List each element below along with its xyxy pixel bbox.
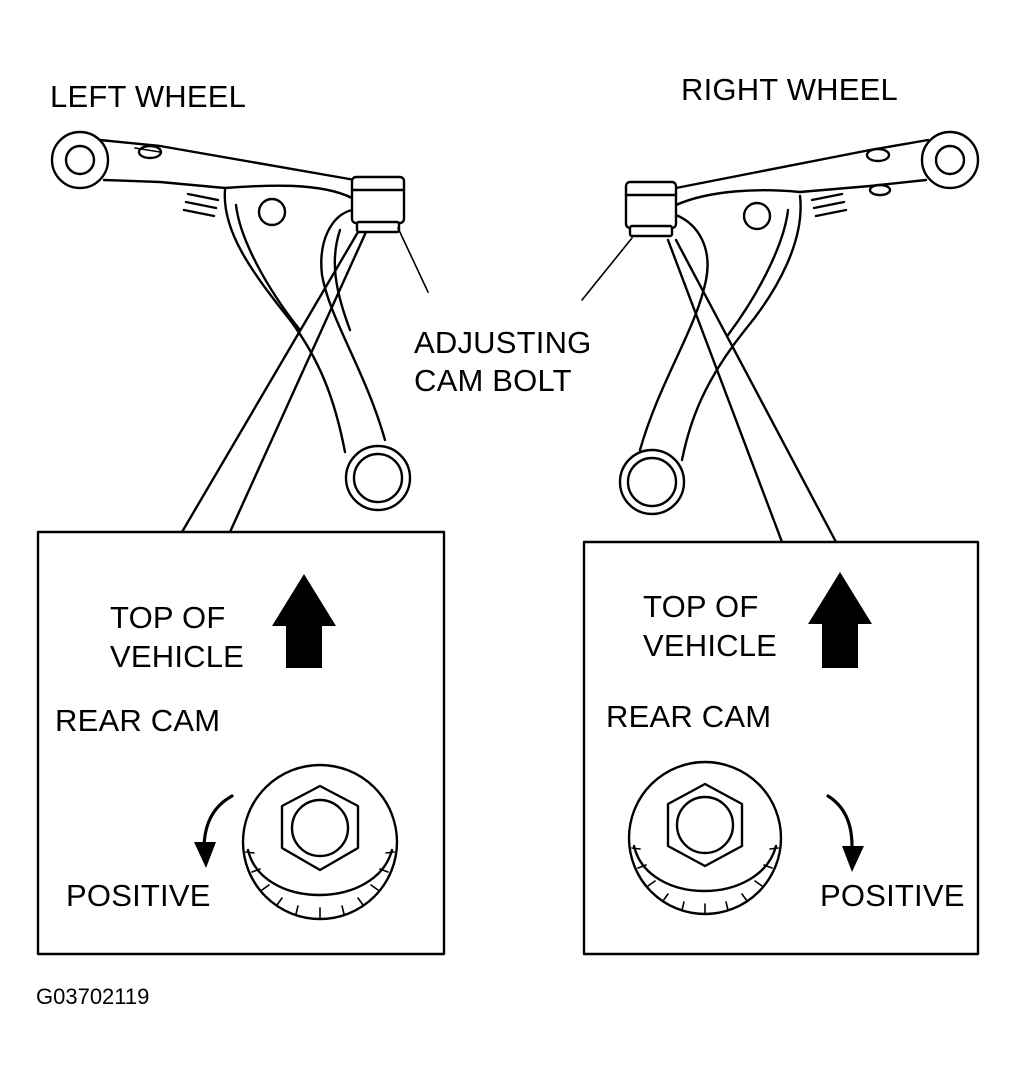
hex-nut-cam-icon bbox=[627, 760, 783, 916]
left-rear-cam-label: REAR CAM bbox=[55, 703, 220, 738]
up-arrow-icon bbox=[808, 572, 872, 668]
right-adjusting-leader bbox=[581, 237, 633, 301]
right-ball-joint bbox=[618, 448, 686, 516]
left-adjusting-leader bbox=[397, 227, 429, 293]
figure-code: G03702119 bbox=[36, 984, 149, 1009]
left-arm-front-bushing bbox=[50, 130, 110, 190]
left-detail-panel bbox=[36, 530, 446, 956]
left-ball-joint bbox=[344, 444, 412, 512]
right-arm-front-bushing bbox=[920, 130, 980, 190]
right-rear-cam-label: REAR CAM bbox=[606, 699, 771, 734]
right-control-arm bbox=[618, 130, 980, 516]
right-positive-label: POSITIVE bbox=[820, 878, 965, 913]
adjusting-cam-bolt-label-line2: CAM BOLT bbox=[414, 363, 572, 398]
right-callout-line-b bbox=[674, 238, 838, 544]
curved-arrow-icon bbox=[194, 794, 234, 868]
up-arrow-icon bbox=[272, 574, 336, 668]
left-callout-line-b bbox=[228, 230, 368, 534]
left-cam-bushing bbox=[350, 175, 406, 234]
left-top-of-vehicle-line2: VEHICLE bbox=[110, 639, 244, 674]
curved-arrow-icon bbox=[826, 794, 864, 872]
right-top-of-vehicle-line2: VEHICLE bbox=[643, 628, 777, 663]
left-callout-line-a bbox=[180, 230, 360, 534]
hex-nut-cam-icon bbox=[241, 763, 399, 921]
left-top-of-vehicle-line1: TOP OF bbox=[110, 600, 225, 635]
left-positive-label: POSITIVE bbox=[66, 878, 211, 913]
right-top-of-vehicle-line1: TOP OF bbox=[643, 589, 758, 624]
left-wheel-label: LEFT WHEEL bbox=[50, 79, 246, 114]
adjusting-cam-bolt-label-line1: ADJUSTING bbox=[414, 325, 591, 360]
left-control-arm bbox=[50, 130, 412, 512]
right-detail-panel bbox=[582, 540, 980, 956]
right-wheel-label: RIGHT WHEEL bbox=[681, 72, 898, 107]
right-cam-bushing bbox=[624, 180, 678, 238]
right-callout-line-a bbox=[666, 238, 784, 544]
